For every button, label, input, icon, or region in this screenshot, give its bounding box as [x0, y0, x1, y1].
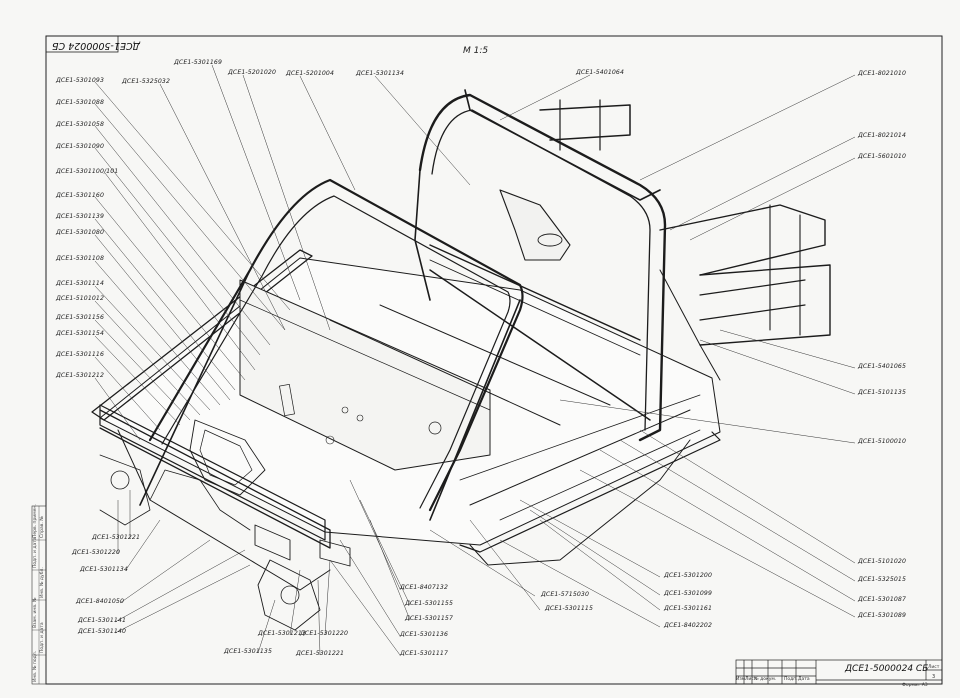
sheet-number: 3 [932, 674, 936, 680]
front-shock-tower [257, 559, 321, 631]
roof-bar [464, 89, 661, 201]
callout-left: ДСЕ1-5301058 [56, 121, 104, 128]
callout-left: ДСЕ1-5301088 [56, 99, 104, 106]
side-strip-label: Взам. инв. № [33, 597, 38, 628]
center-mount [499, 189, 571, 261]
callout-left: ДСЕ1-5301154 [56, 330, 104, 337]
callout-bottom-right: ДСЕ1-5301200 [664, 572, 712, 579]
callout-left: ДСЕ1-5301156 [56, 314, 104, 321]
callout-left: ДСЕ1-5301093 [56, 77, 104, 84]
title-cell-date: Дата [798, 677, 810, 682]
callout-top: ДСЕ1-5201004 [286, 70, 334, 77]
callout-bottom-left: ДСЕ1-5301221 [92, 534, 140, 541]
front-hoop [148, 178, 524, 512]
callout-bottom-right: ДСЕ1-5301099 [664, 590, 712, 597]
callout-right: ДСЕ1-5301089 [858, 612, 906, 619]
callout-left: ДСЕ1-5301080 [56, 229, 104, 236]
callout-left: ДСЕ1-5301139 [56, 213, 104, 220]
callout-right: ДСЕ1-8021010 [858, 70, 906, 77]
harness-bar [429, 244, 641, 341]
callout-bottom-left: ДСЕ1-5301220 [72, 549, 120, 556]
side-strip-label: Перв. примен. [33, 504, 38, 538]
left-sill [99, 404, 326, 541]
callout-bottom-mid: ДСЕ1-5301135 [224, 648, 272, 655]
callout-bottom-mid: ДСЕ1-5301117 [400, 650, 448, 657]
callout-right: ДСЕ1-5325015 [858, 576, 906, 583]
callout-bottom-mid: ДСЕ1-5301157 [405, 615, 453, 622]
side-strip-label: Инв. № дубл. [40, 567, 45, 598]
front-suspension-pocket [189, 419, 266, 496]
callout-right: ДСЕ1-5100010 [858, 438, 906, 445]
side-strip-label: Инв. № подл. [33, 650, 38, 682]
scale-label: М 1:5 [463, 46, 489, 56]
callout-right: ДСЕ1-5601010 [858, 153, 906, 160]
corner-document-code: ДСЕ1-5000024 СБ [52, 40, 141, 51]
front-beam [99, 409, 331, 549]
callout-bottom-right: ДСЕ1-5301115 [545, 605, 593, 612]
callout-bottom-left: ДСЕ1-5301134 [80, 566, 128, 573]
a-pillar-left [139, 269, 251, 506]
sheet-border [45, 35, 943, 685]
callout-bottom-right: ДСЕ1-8402202 [664, 622, 712, 629]
a-pillar-right [429, 299, 521, 521]
callout-left: ДСЕ1-5301114 [56, 280, 104, 287]
callout-bottom-mid: ДСЕ1-5301220 [300, 630, 348, 637]
callout-bottom-left: ДСЕ1-8401050 [76, 598, 124, 605]
title-cell-sheet: Лист [745, 677, 757, 682]
side-strip-label: Подп. и дата [33, 537, 38, 568]
callout-bottom-mid: ДСЕ1-5301136 [400, 631, 448, 638]
callout-bottom-mid: ДСЕ1-5301155 [405, 600, 453, 607]
main-roll-hoop [418, 93, 667, 442]
callout-bottom-mid: ДСЕ1-5301213 [258, 630, 306, 637]
diagonal-brace [429, 269, 651, 421]
frame [91, 89, 831, 631]
sheet-label: Лист [928, 665, 940, 670]
callout-top: ДСЕ1-5325032 [122, 78, 170, 85]
callout-right: ДСЕ1-5101020 [858, 558, 906, 565]
side-strip-label: Подп. и дата [40, 622, 45, 653]
floor-crossmember-2 [469, 409, 691, 506]
callout-top: ДСЕ1-5301169 [174, 59, 222, 66]
callout-bottom-right: ДСЕ1-5301161 [664, 605, 712, 612]
front-underbody [117, 429, 331, 591]
corner-code-box [45, 35, 119, 53]
callout-bottom-right: ДСЕ1-5715030 [541, 591, 589, 598]
callout-right: ДСЕ1-5101135 [858, 389, 906, 396]
callout-left: ДСЕ1-5301160 [56, 192, 104, 199]
callout-right: ДСЕ1-5401065 [858, 363, 906, 370]
format-label: Формат А3 [902, 683, 928, 688]
rear-subframe [659, 204, 826, 276]
callout-right: ДСЕ1-5301087 [858, 596, 906, 603]
callout-left: ДСЕ1-5301212 [56, 372, 104, 379]
callout-bottom-mid: ДСЕ1-8407132 [400, 584, 448, 591]
callout-right: ДСЕ1-8021014 [858, 132, 906, 139]
callout-bottom-mid: ДСЕ1-5301221 [296, 650, 344, 657]
title-cell-change: Изм. [736, 677, 747, 682]
callout-bottom-left: ДСЕ1-5301141 [78, 617, 126, 624]
callout-left: ДСЕ1-5301100/101 [56, 168, 119, 175]
callout-top: ДСЕ1-5301134 [356, 70, 404, 77]
leader-lines [94, 64, 856, 656]
side-strip-label: Справ. № [40, 516, 45, 538]
callout-top: ДСЕ1-5201020 [228, 69, 276, 76]
title-cell-doc-no: № докум. [754, 677, 777, 682]
callout-left: ДСЕ1-5101012 [56, 295, 104, 302]
callout-top: ДСЕ1-5401064 [576, 69, 624, 76]
document-code: ДСЕ1-5000024 СБ [845, 664, 929, 674]
callout-left: ДСЕ1-5301108 [56, 255, 104, 262]
title-cell-signature: Подп. [784, 677, 798, 682]
callout-left: ДСЕ1-5301090 [56, 143, 104, 150]
lower-body [469, 439, 691, 566]
right-sill [459, 431, 721, 553]
callout-bottom-left: ДСЕ1-5301140 [78, 628, 126, 635]
title-block [735, 659, 943, 685]
callout-left: ДСЕ1-5301116 [56, 351, 104, 358]
rear-rails [539, 104, 631, 141]
floor-crossmember-1 [329, 319, 561, 426]
